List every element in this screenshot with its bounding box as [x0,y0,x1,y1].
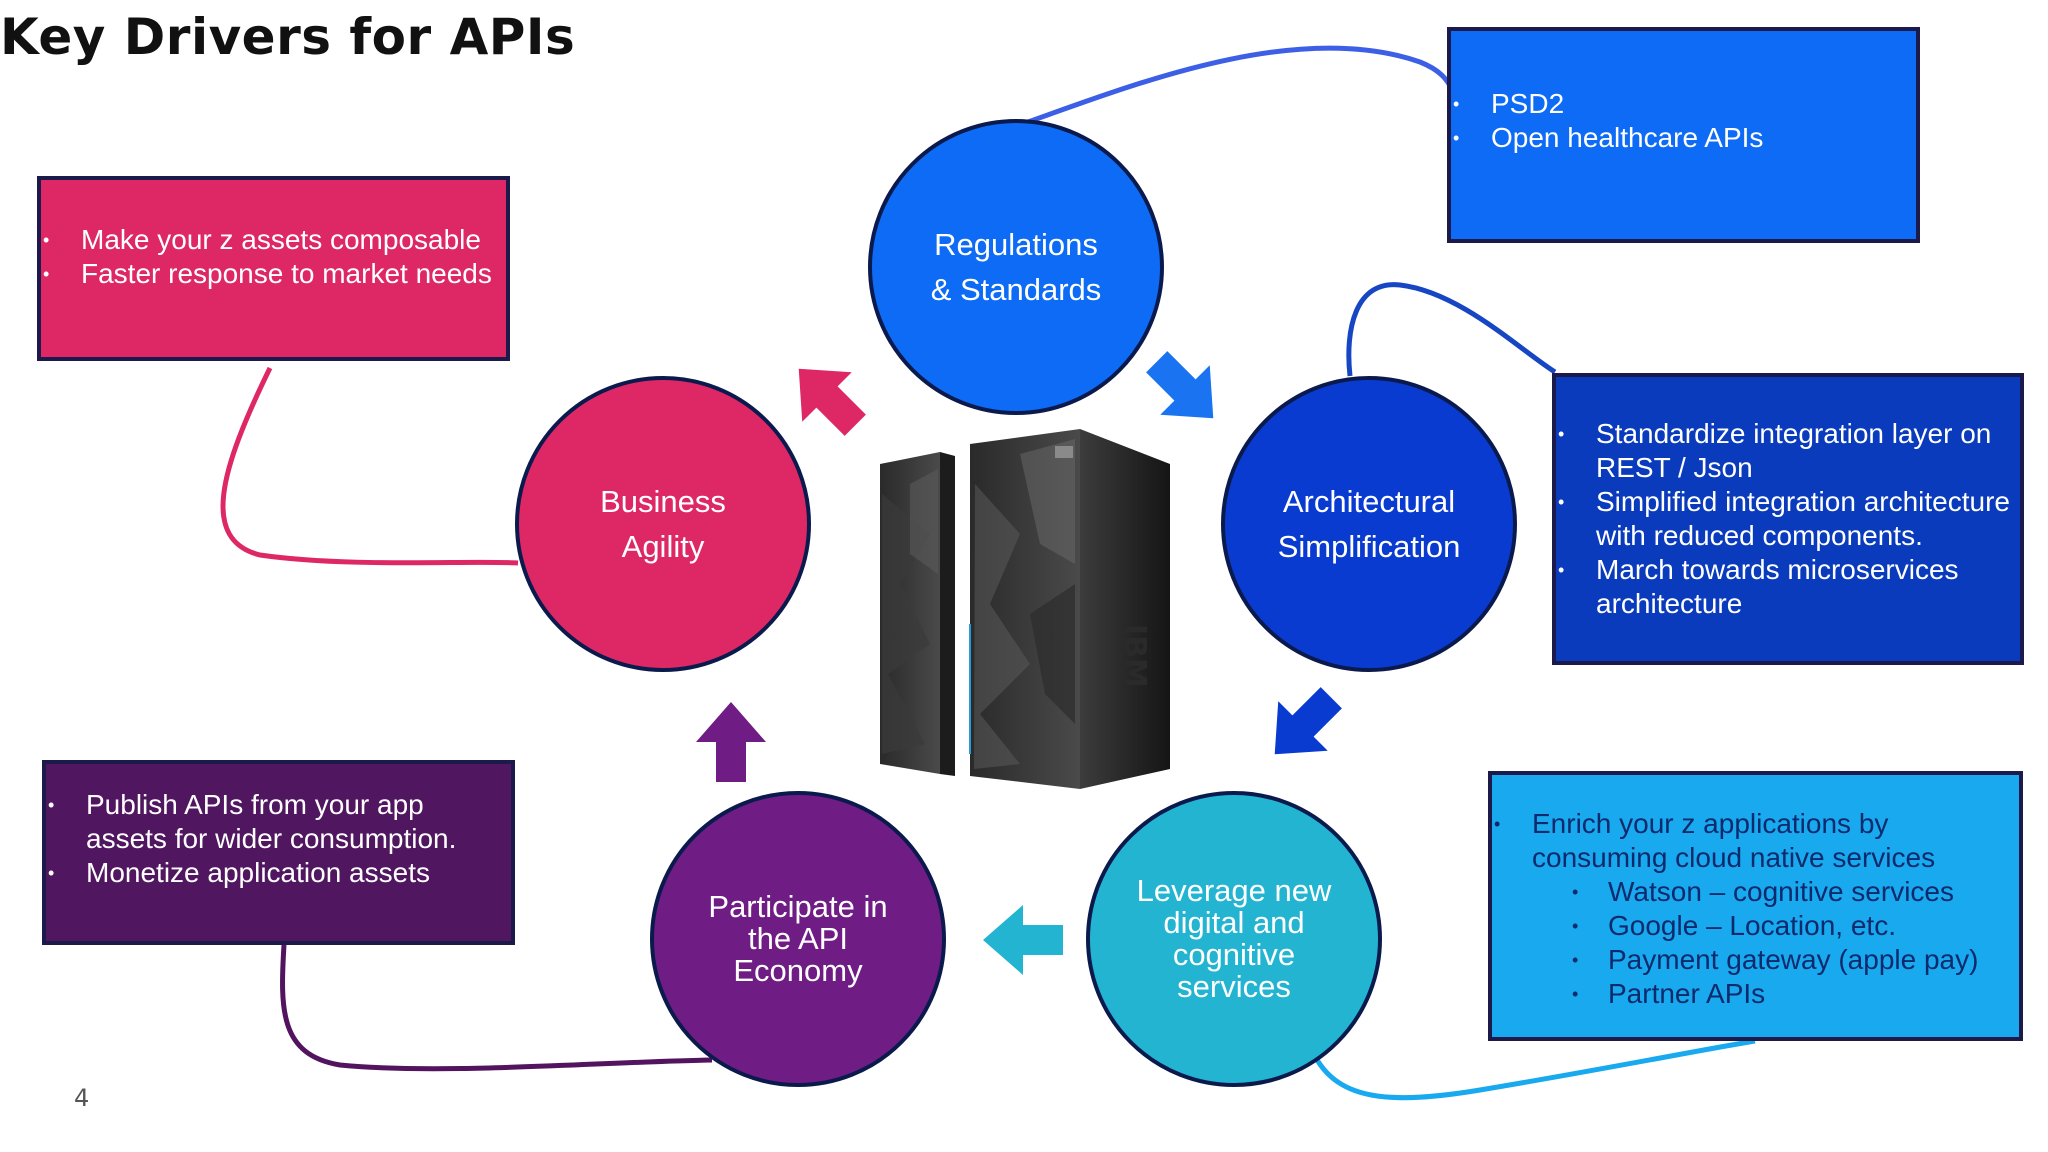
circle-label-line: Leverage new [1136,873,1332,908]
circle-label-line: Simplification [1277,529,1461,564]
bullet-list: Standardize integration layer on REST / … [1556,417,2020,621]
sub-bullet-item: Watson – cognitive services [1492,875,2019,909]
slide-title: Key Drivers for APIs [0,8,576,66]
bullet-list: Enrich your z applications by consuming … [1492,807,2019,1011]
circle-label-line: Agility [621,529,705,564]
bullet-item: March towards microservices architecture [1556,553,2020,621]
brand-text: IBM [1117,624,1152,688]
connector-architectural [1346,282,1557,377]
circle-label-line: services [1177,969,1291,1004]
circle-label-line: & Standards [930,272,1102,307]
connector-regulations [1027,45,1455,125]
circle-label-line: Economy [733,953,863,988]
circle-label-line: Participate in [708,889,888,924]
bullet-item: Enrich your z applications by consuming … [1492,807,2019,875]
bullet-item: Open healthcare APIs [1451,121,1916,155]
circle-label-line: the API [748,921,848,956]
bullet-item: Faster response to market needs [41,257,506,291]
box-leverage: Enrich your z applications by consuming … [1488,771,2023,1041]
sub-bullet-item: Partner APIs [1492,977,2019,1011]
box-architectural: Standardize integration layer on REST / … [1552,373,2024,665]
box-participate: Publish APIs from your app assets for wi… [42,760,515,945]
arrow-icon-to-architectural [1146,351,1214,419]
sub-bullet-item: Google – Location, etc. [1492,909,2019,943]
bullet-item: Simplified integration architecture with… [1556,485,2020,553]
arrow-icon-to-regulations [798,368,866,436]
bullet-item: Monetize application assets [46,856,511,890]
connector-leverage [1313,1038,1756,1101]
circle-participate-api-economy: Participate in the API Economy [650,791,946,1087]
connector-business [220,366,519,566]
bullet-list: Publish APIs from your app assets for wi… [46,788,511,890]
circle-business-agility: Business Agility [515,376,811,672]
circle-label-line: cognitive [1172,937,1296,972]
connector-participate [280,944,713,1072]
page-number: 4 [74,1084,90,1112]
arrow-icon-to-business [696,702,766,782]
circle-architectural-simplification: Architectural Simplification [1221,376,1517,672]
circle-label-line: Regulations [934,227,1098,262]
bullet-item: Standardize integration layer on REST / … [1556,417,2020,485]
circle-leverage-digital-cognitive: Leverage new digital and cognitive servi… [1086,791,1382,1087]
circle-label-line: Business [600,484,726,519]
box-regulations: PSD2 Open healthcare APIs [1447,27,1920,243]
bullet-list: PSD2 Open healthcare APIs [1451,87,1916,155]
bullet-item: Publish APIs from your app assets for wi… [46,788,511,856]
mainframe-server-icon: IBM [880,429,1170,789]
bullet-item: PSD2 [1451,87,1916,121]
box-business: Make your z assets composable Faster res… [37,176,510,361]
arrow-icon-to-participate [983,905,1063,975]
circle-label-line: digital and [1163,905,1305,940]
bullet-list: Make your z assets composable Faster res… [41,223,506,291]
circle-label-line: Architectural [1282,484,1456,519]
arrow-icon-to-leverage [1274,687,1342,755]
sub-bullet-item: Payment gateway (apple pay) [1492,943,2019,977]
circle-regulations-standards: Regulations & Standards [868,119,1164,415]
bullet-item: Make your z assets composable [41,223,506,257]
